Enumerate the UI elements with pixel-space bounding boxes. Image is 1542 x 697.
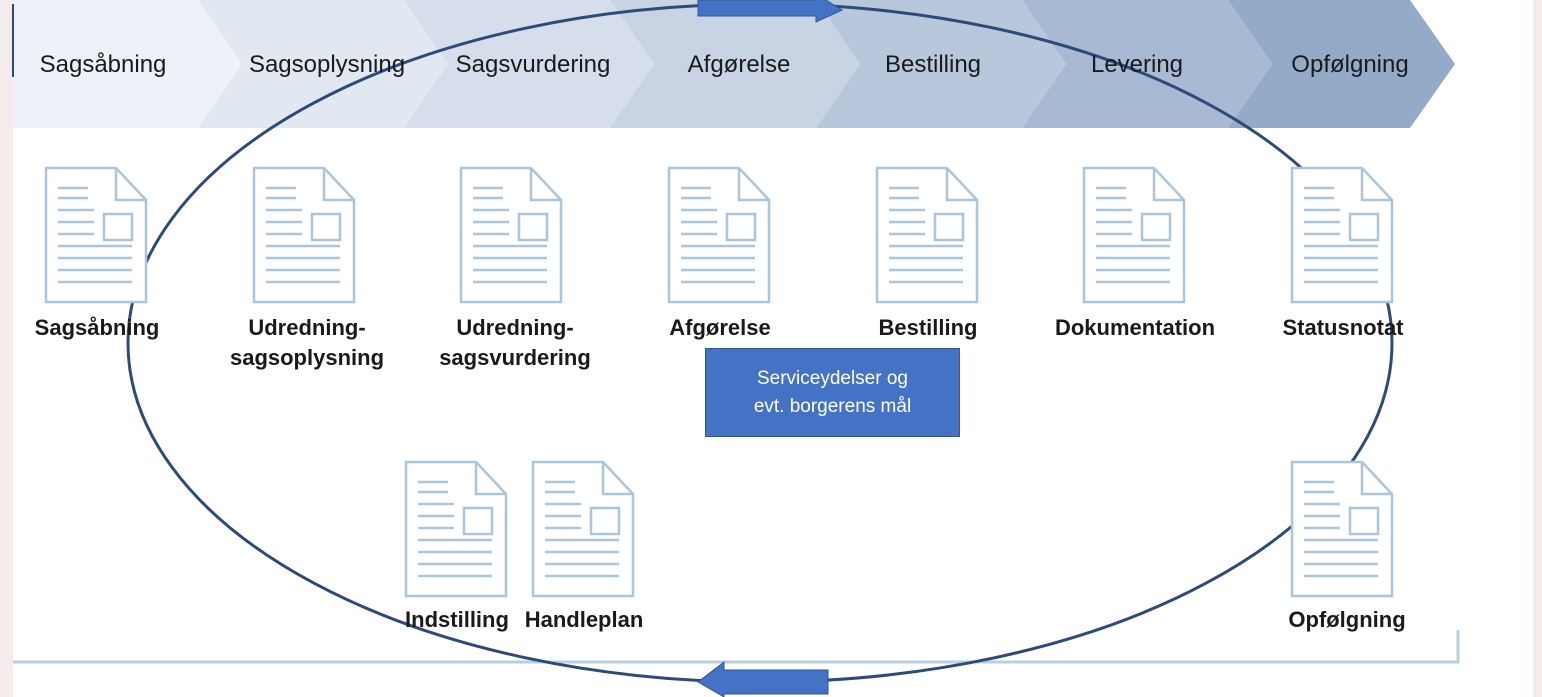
services-callout: Serviceydelser og evt. borgerens mål bbox=[705, 348, 960, 437]
doc-label-sagsaabning: Sagsåbning bbox=[22, 313, 172, 343]
doc-label-statusnotat: Statusnotat bbox=[1268, 313, 1418, 343]
doc-label-bestilling: Bestilling bbox=[853, 313, 1003, 343]
doc-label-dokumentation: Dokumentation bbox=[1040, 313, 1230, 343]
document-icon bbox=[459, 166, 563, 304]
doc-label-line: Bestilling bbox=[878, 315, 978, 340]
top-cycle-arrow bbox=[697, 0, 844, 23]
chevron-afgoerelse bbox=[610, 0, 860, 128]
doc-label-opfoelgning: Opfølgning bbox=[1288, 607, 1406, 632]
bottom-cycle-arrow bbox=[697, 660, 829, 697]
doc-label-line: Sagsåbning bbox=[34, 315, 160, 340]
document-icon bbox=[1290, 166, 1394, 304]
feedback-bracket bbox=[13, 630, 1460, 664]
doc-label-handleplan: Handleplan bbox=[524, 607, 644, 632]
doc-label-line: Dokumentation bbox=[1054, 315, 1216, 340]
doc-label-line: Afgørelse bbox=[669, 315, 771, 340]
doc-label-line: Udredning- bbox=[456, 315, 574, 340]
doc-label-line: sagsvurdering bbox=[439, 345, 591, 370]
document-icon bbox=[404, 460, 508, 598]
document-icon bbox=[1082, 166, 1186, 304]
callout-line: evt. borgerens mål bbox=[753, 395, 912, 417]
document-icon bbox=[1290, 460, 1394, 598]
doc-label-line: sagsoplysning bbox=[229, 345, 385, 370]
chevron-sagsaabning bbox=[13, 0, 242, 128]
document-icon bbox=[252, 166, 356, 304]
doc-label-udredning-sagsvurdering: Udredning- sagsvurdering bbox=[425, 313, 605, 373]
chevron-sagsvurdering bbox=[404, 0, 654, 128]
document-icon bbox=[44, 166, 148, 304]
stage-label-sagsaabning: Sagsåbning bbox=[39, 51, 167, 78]
document-icon bbox=[667, 166, 771, 304]
doc-label-udredning-sagsoplysning: Udredning- sagsoplysning bbox=[217, 313, 397, 373]
stage-label-opfoelgning: Opfølgning bbox=[1291, 51, 1409, 78]
callout-line: Serviceydelser og bbox=[756, 367, 908, 389]
doc-label-indstilling: Indstilling bbox=[405, 607, 509, 632]
document-icon bbox=[531, 460, 635, 598]
stage-label-bestilling: Bestilling bbox=[884, 51, 982, 78]
chevron-opfoelgning bbox=[1228, 0, 1455, 128]
doc-label-afgoerelse: Afgørelse bbox=[645, 313, 795, 343]
doc-label-line: Statusnotat bbox=[1282, 315, 1404, 340]
stage-label-sagsoplysning: Sagsoplysning bbox=[248, 51, 406, 78]
chevron-bestilling bbox=[816, 0, 1066, 128]
chevron-levering bbox=[1022, 0, 1272, 128]
stage-label-afgoerelse: Afgørelse bbox=[687, 51, 791, 78]
stage-label-sagsvurdering: Sagsvurdering bbox=[455, 51, 611, 78]
stage-label-levering: Levering bbox=[1090, 51, 1184, 78]
doc-label-line: Udredning- bbox=[248, 315, 366, 340]
chevron-sagsoplysning bbox=[198, 0, 448, 128]
process-chevrons bbox=[13, 0, 1455, 128]
document-icon bbox=[875, 166, 979, 304]
